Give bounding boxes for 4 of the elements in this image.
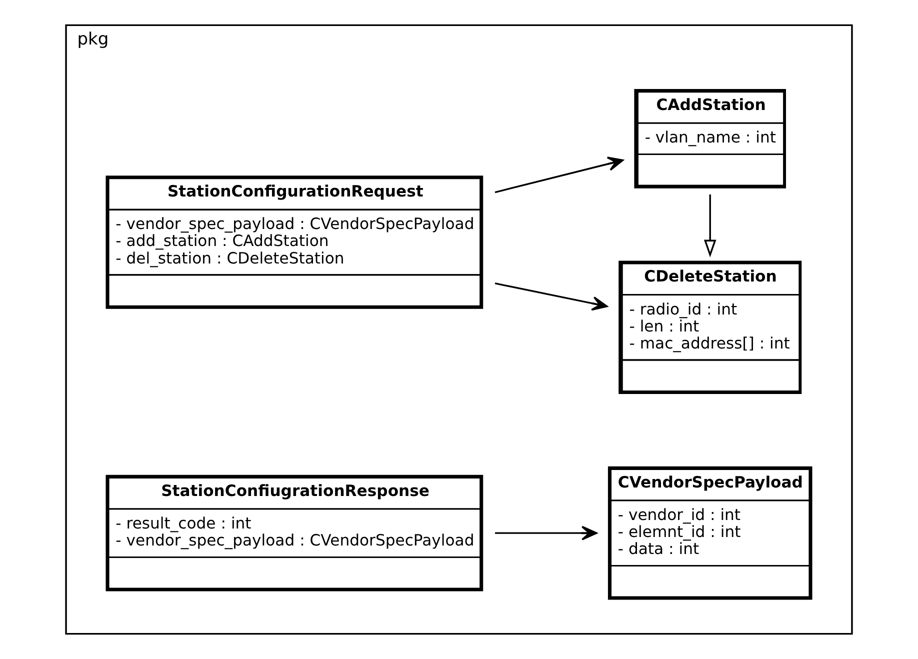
arrow [704, 194, 716, 258]
arrow [494, 156, 624, 194]
arrow [494, 282, 608, 311]
arrow [495, 526, 598, 540]
